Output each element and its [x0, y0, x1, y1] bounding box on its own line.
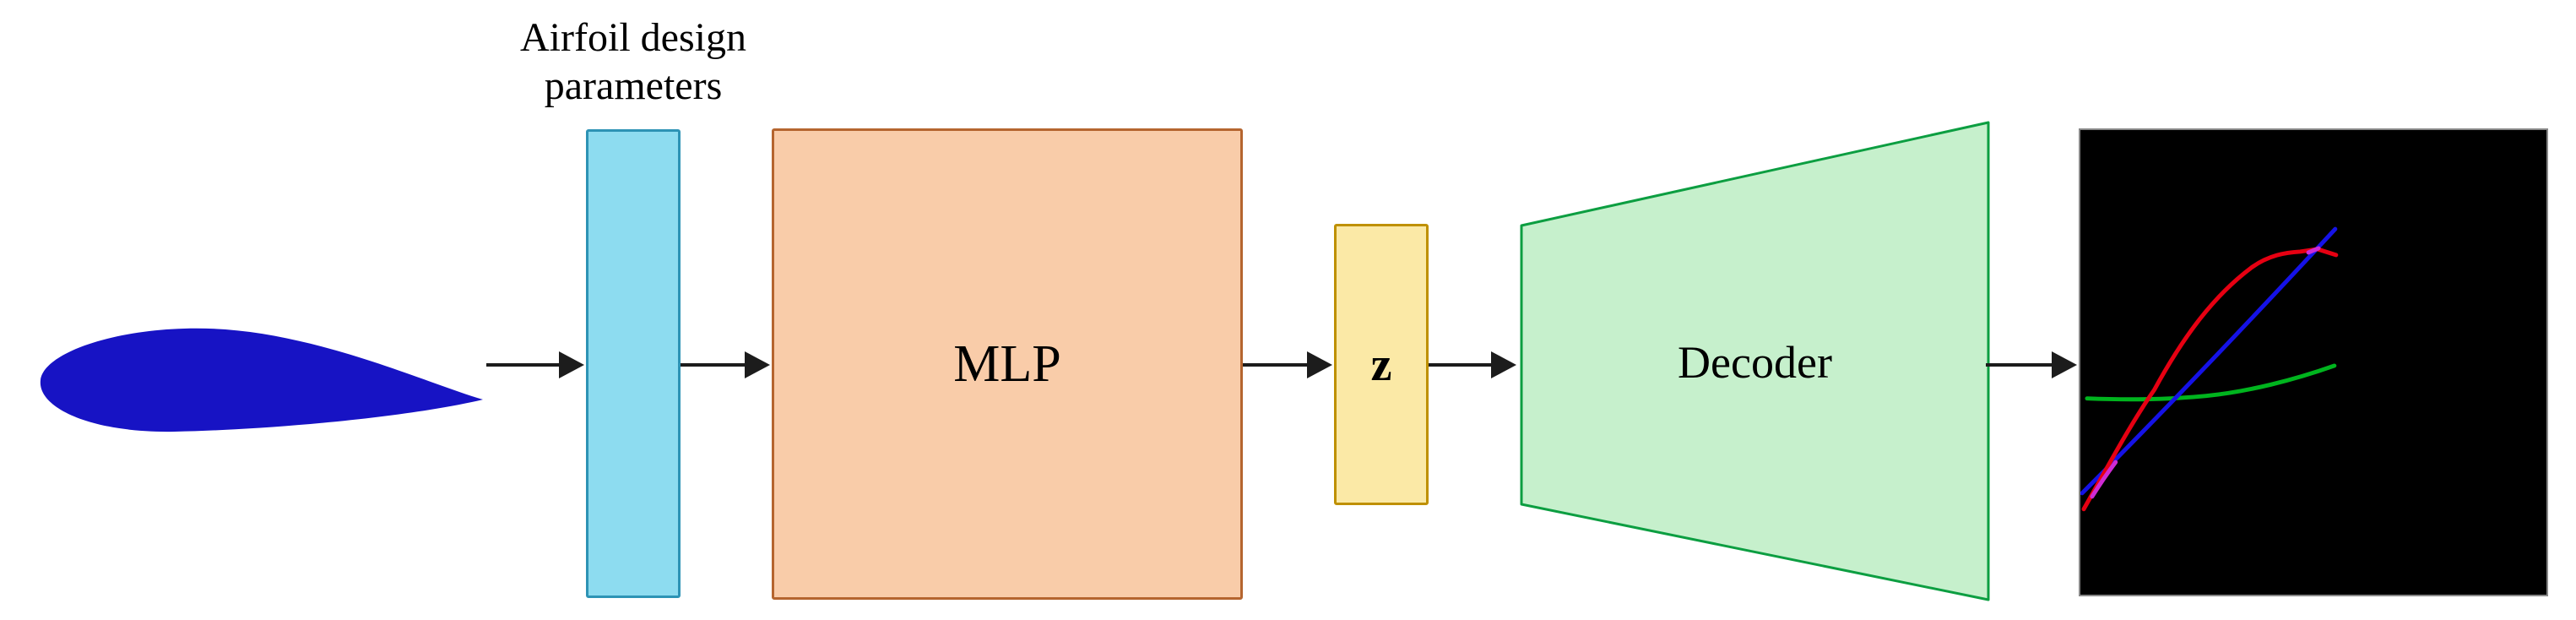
- decoder-block: [1520, 121, 1990, 601]
- arrow-z-to-decoder: [1429, 351, 1516, 378]
- params-label: Airfoil design parameters: [466, 14, 800, 110]
- output-plot: [2079, 128, 2548, 596]
- decoder-label: Decoder: [1678, 337, 1832, 388]
- params-vector-block: [586, 129, 681, 598]
- output-curves: [2080, 226, 2339, 512]
- arrow-params-to-mlp: [681, 351, 770, 378]
- arrow-decoder-to-output: [1986, 351, 2077, 378]
- output-curve-blue: [2080, 226, 2338, 496]
- params-label-line2: parameters: [544, 63, 723, 108]
- mlp-label: MLP: [953, 334, 1061, 393]
- arrow-mlp-to-z: [1243, 351, 1332, 378]
- airfoil-silhouette: [40, 328, 484, 432]
- latent-z-label: z: [1370, 338, 1392, 391]
- arrow-airfoil-to-params: [486, 351, 584, 378]
- decoder-trapezoid: [1520, 121, 1990, 601]
- latent-z-block: z: [1334, 224, 1429, 505]
- params-label-line1: Airfoil design: [520, 15, 746, 60]
- output-curve-overlap-crossing: [2306, 246, 2321, 255]
- airfoil-shape: [40, 328, 484, 432]
- output-curve-overlap-lower: [2090, 460, 2118, 499]
- mlp-block: MLP: [772, 128, 1243, 600]
- output-curve-red: [2081, 247, 2339, 512]
- output-curve-green: [2085, 363, 2337, 402]
